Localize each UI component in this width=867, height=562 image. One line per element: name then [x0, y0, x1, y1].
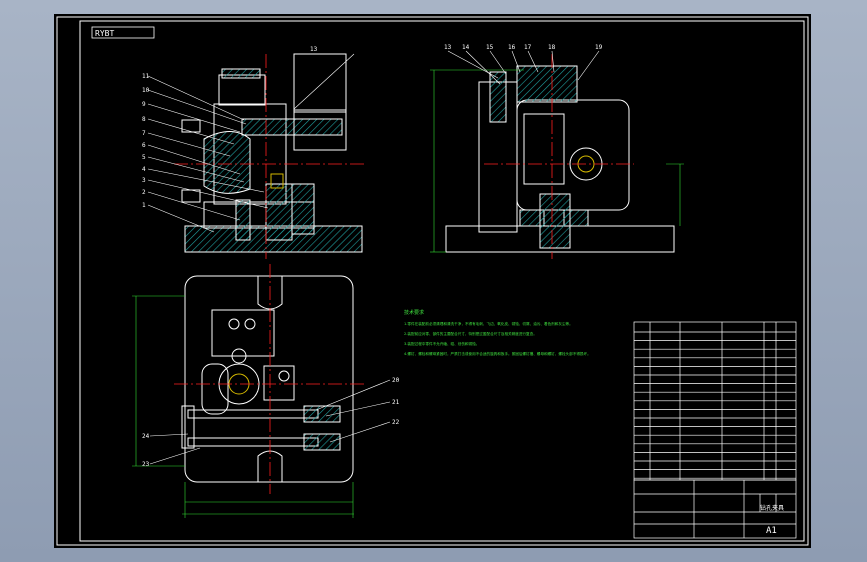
callout-18: 18: [548, 44, 556, 51]
drawing-name: 钻孔夹具: [760, 504, 784, 512]
callout-5: 5: [142, 154, 146, 161]
callout-20: 20: [392, 377, 400, 384]
sheet-size: A1: [766, 526, 777, 536]
callout-2: 2: [142, 189, 146, 196]
title-block: [633, 479, 797, 539]
callout-8: 8: [142, 116, 146, 123]
callout-19: 19: [595, 44, 603, 51]
tech-requirements: 技术要求 1.零件在装配前必须清理和清洗干净，不得有毛刺、飞边、氧化皮、锈蚀、切…: [404, 309, 591, 356]
tech-line-4: 4.螺钉、螺栓和螺母紧固时，严禁打击或使用不合适的旋具和扳手。紧固后螺钉槽、螺母…: [404, 351, 591, 356]
callout-17: 17: [524, 44, 532, 51]
callout-22: 22: [392, 419, 400, 426]
callout-13: 13: [444, 44, 452, 51]
callout-7: 7: [142, 130, 146, 137]
callout-3: 3: [142, 177, 146, 184]
callout-11: 11: [142, 73, 150, 80]
plan-callouts: 20 21 22 24 23: [142, 377, 400, 468]
outer-frame: [56, 16, 809, 546]
tech-heading: 技术要求: [404, 309, 424, 316]
callout-14: 14: [462, 44, 470, 51]
tech-line-3: 3.装配过程中零件不允许磕、碰、划伤和锈蚀。: [404, 341, 479, 346]
inner-frame: [79, 20, 805, 542]
drawing-sheet: RYBT 11 10 9 8 7 6 5 4 3 2 1 13: [54, 14, 811, 548]
callout-24: 24: [142, 433, 150, 440]
plan-view: [132, 264, 364, 518]
side-callouts: 13 14 15 16 17 18 19: [444, 44, 603, 85]
callout-9: 9: [142, 101, 146, 108]
callout-1: 1: [142, 202, 146, 209]
callout-23: 23: [142, 461, 150, 468]
title-tag: RYBT: [95, 29, 114, 38]
callout-6: 6: [142, 142, 146, 149]
tech-line-1: 1.零件在装配前必须清理和清洗干净，不得有毛刺、飞边、氧化皮、锈蚀、切屑、油污、…: [404, 321, 573, 326]
callout-4: 4: [142, 166, 146, 173]
front-view: [174, 53, 364, 259]
parts-list: [633, 321, 797, 481]
side-view: [430, 54, 684, 259]
callout-21: 21: [392, 399, 400, 406]
tech-line-2: 2.装配前应对零、部件的主要配合尺寸，特别是过盈配合尺寸及相关精度进行复查。: [404, 331, 537, 336]
callout-15: 15: [486, 44, 494, 51]
callout-10: 10: [142, 87, 150, 94]
front-callouts: 11 10 9 8 7 6 5 4 3 2 1 13: [142, 46, 318, 233]
callout-13-front: 13: [310, 46, 318, 53]
callout-16: 16: [508, 44, 516, 51]
cad-drawing: RYBT 11 10 9 8 7 6 5 4 3 2 1 13: [56, 16, 809, 546]
title-tag-box: [91, 26, 155, 39]
